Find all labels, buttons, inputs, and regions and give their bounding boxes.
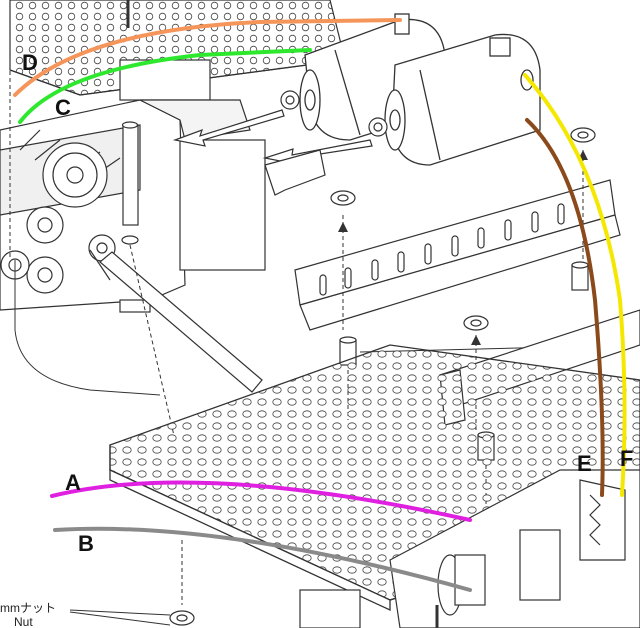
lower-gearbox [299, 469, 640, 628]
nut-label-en: Nut [14, 615, 33, 628]
standoff-pillar [121, 121, 139, 245]
wire-f [523, 73, 627, 497]
label-c: C [55, 95, 71, 120]
label-f: F [620, 446, 634, 471]
nut-leader-lines [69, 609, 171, 626]
wire-e [525, 118, 605, 497]
wire-a [50, 480, 472, 522]
label-d: D [22, 50, 38, 75]
wire-d [13, 18, 402, 97]
motor-bracket [264, 149, 326, 196]
drive-shaft [89, 249, 263, 393]
label-a: A [65, 470, 81, 495]
slotted-angle-bracket [294, 179, 621, 331]
label-b: B [78, 531, 94, 556]
gearbox-housing [0, 99, 266, 313]
wire-b [53, 526, 472, 592]
pinion-gears [280, 90, 388, 137]
label-e: E [577, 451, 592, 476]
nut-label-ja: mmナット [0, 601, 56, 615]
gear-cluster [0, 142, 108, 294]
wire-c [18, 48, 312, 124]
wires [13, 18, 627, 592]
